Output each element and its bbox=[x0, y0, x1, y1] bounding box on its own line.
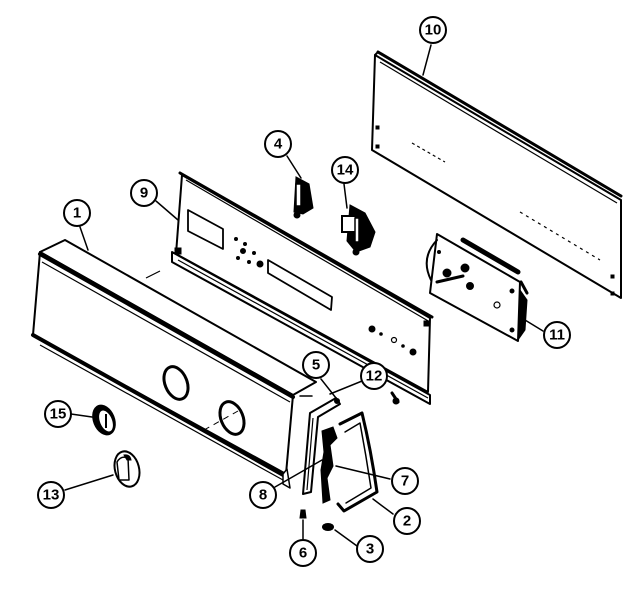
svg-text:1: 1 bbox=[73, 205, 81, 222]
svg-text:2: 2 bbox=[403, 513, 411, 530]
svg-text:5: 5 bbox=[312, 357, 320, 374]
callout-12: 12 bbox=[360, 362, 388, 390]
svg-text:3: 3 bbox=[366, 541, 374, 558]
end-cap-bracket bbox=[320, 411, 379, 513]
callout-7: 7 bbox=[391, 467, 419, 495]
callout-4: 4 bbox=[264, 130, 292, 158]
knob-bezel-ring bbox=[92, 404, 116, 436]
svg-text:15: 15 bbox=[50, 406, 67, 423]
callout-8: 8 bbox=[249, 481, 277, 509]
svg-text:10: 10 bbox=[425, 22, 442, 39]
callout-11: 11 bbox=[543, 321, 571, 349]
leader-lines bbox=[64, 44, 544, 547]
svg-text:8: 8 bbox=[259, 487, 267, 504]
callout-13: 13 bbox=[37, 481, 65, 509]
callout-5: 5 bbox=[302, 351, 330, 379]
control-panel-front-housing bbox=[31, 239, 317, 489]
callout-2: 2 bbox=[393, 507, 421, 535]
callout-9: 9 bbox=[130, 179, 158, 207]
svg-text:14: 14 bbox=[337, 162, 354, 179]
svg-text:4: 4 bbox=[274, 136, 283, 153]
callout-14: 14 bbox=[331, 156, 359, 184]
svg-text:7: 7 bbox=[401, 473, 409, 490]
panel-mounting-screw bbox=[390, 391, 400, 405]
callout-15: 15 bbox=[44, 400, 72, 428]
callout-10: 10 bbox=[419, 16, 447, 44]
callout-1: 1 bbox=[63, 199, 91, 227]
bracket-screw bbox=[299, 509, 307, 519]
callout-6: 6 bbox=[289, 539, 317, 567]
callout-3: 3 bbox=[356, 535, 384, 563]
switch-b bbox=[341, 204, 376, 256]
svg-text:12: 12 bbox=[366, 368, 383, 385]
svg-text:6: 6 bbox=[299, 545, 307, 562]
selector-knob bbox=[113, 450, 141, 488]
end-cap-fastener bbox=[322, 523, 334, 531]
callouts: 1 2 3 4 5 6 7 8 9 10 11 12 13 14 15 bbox=[37, 16, 571, 567]
panel-holes bbox=[234, 237, 417, 356]
svg-text:9: 9 bbox=[140, 185, 148, 202]
svg-text:11: 11 bbox=[549, 327, 565, 344]
rear-backguard-panel bbox=[371, 50, 623, 299]
timer-motor-assembly bbox=[425, 233, 529, 342]
svg-text:13: 13 bbox=[43, 487, 60, 504]
switch-a bbox=[293, 176, 314, 219]
